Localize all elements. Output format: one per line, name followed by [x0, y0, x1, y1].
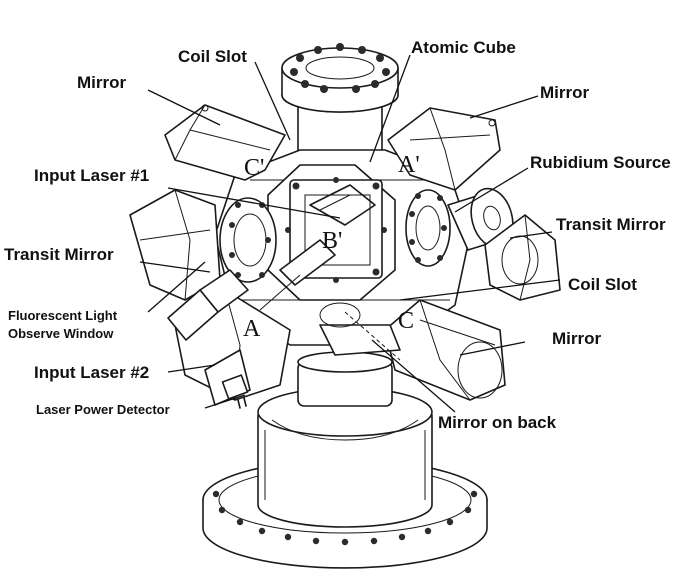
axis-letter-a: A [243, 316, 261, 342]
label-mirror-on-back: Mirror on back [438, 413, 557, 432]
left-side-flange [219, 197, 277, 283]
leader-lines [139, 54, 561, 413]
top-viewport-flange [281, 43, 399, 176]
label-input-laser-1: Input Laser #1 [34, 166, 149, 185]
axis-letters: C' A' B' A C [243, 152, 420, 342]
label-fluorescent-line-2: Observe Window [8, 326, 114, 341]
axis-letter-a-prime: A' [398, 152, 420, 178]
label-laser-power-detector: Laser Power Detector [36, 402, 170, 417]
mirror-housing-right [384, 299, 506, 401]
transit-mirror-housing-left [129, 189, 221, 301]
label-rubidium-source: Rubidium Source [530, 153, 671, 172]
mirror-housing-top-left [164, 104, 286, 181]
input-laser-1-coupler [259, 239, 336, 311]
label-mirror-top-right: Mirror [540, 83, 590, 102]
label-atomic-cube: Atomic Cube [411, 38, 516, 57]
label-coil-slot-top: Coil Slot [178, 47, 247, 66]
flange-bolt-holes [212, 490, 478, 546]
axis-letter-c: C [398, 308, 414, 334]
label-fluorescent-line-1: Fluorescent Light [8, 308, 118, 323]
label-input-laser-2: Input Laser #2 [34, 363, 149, 382]
label-mirror-top-left: Mirror [77, 73, 127, 92]
label-coil-slot-right: Coil Slot [568, 275, 637, 294]
callout-labels: Coil Slot Atomic Cube Mirror Mirror Inpu… [4, 38, 671, 432]
base-pedestal [257, 351, 433, 528]
mirror-housing-top-right [387, 107, 501, 191]
axis-letter-c-prime: C' [244, 155, 264, 181]
axis-letter-b-prime: B' [322, 228, 342, 254]
right-side-flange [405, 189, 451, 267]
observe-window-tube [167, 269, 249, 341]
label-mirror-right: Mirror [552, 329, 602, 348]
label-transit-mirror-left: Transit Mirror [4, 245, 114, 264]
label-transit-mirror-right: Transit Mirror [556, 215, 666, 234]
